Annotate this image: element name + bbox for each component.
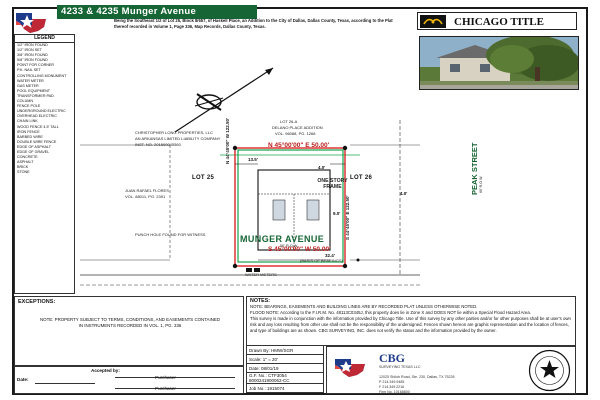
north-lot-detail: DELANO PLACE ADDITION <box>272 125 323 130</box>
legend-item: 1/2" IRON FOUND <box>17 43 48 47</box>
legend-item: COLUMN <box>17 99 33 104</box>
dimension-width: 32.4' <box>325 253 335 258</box>
accepted-by-label: Accepted by: <box>91 368 120 373</box>
legend-item: ASPHALT <box>17 160 34 165</box>
legend-item: CHAIN LINK <box>17 119 38 124</box>
exceptions-text: NOTE: PROPERTY SUBJECT TO TERMS, CONDITI… <box>40 317 220 328</box>
punch-hole-note: PUNCH HOLE FOUND FOR WITNESS <box>135 232 206 237</box>
legend-item: BARBED WIRE <box>17 134 43 139</box>
dimension-setback-c: 4.0' <box>400 191 408 196</box>
cbg-logo-text: CBG <box>379 351 406 365</box>
street-east-row: 60' R.O.W. <box>479 175 483 193</box>
surveyor-seal-icon <box>528 349 571 392</box>
legend-panel: LEGEND 1/2" IRON FOUND 1/2" IRON SET 3/8… <box>14 34 75 294</box>
cbg-address: 12025 Shiloh Road, Ste. 230, Dallas, TX … <box>379 375 455 379</box>
cbg-subtitle: SURVEYING TEXAS LLC <box>379 365 421 369</box>
legend-item: 1/2" IRON SET <box>17 48 42 53</box>
purchaser-label-2: Purchaser <box>155 386 176 391</box>
gf-row: G.F. No.: CTF3054 8000241900062-CC <box>246 373 324 384</box>
notes-line-1: NOTE: BEARINGS, EASEMENTS AND BUILDING L… <box>250 304 478 309</box>
date-label: Date: <box>17 377 29 382</box>
chicago-title-logo-icon <box>420 15 446 28</box>
legend-item: WOOD FENCE 4.5' TALL <box>17 124 59 129</box>
legend-item: P.K. NAIL SET <box>17 68 41 73</box>
surveyor-panel: CBG SURVEYING TEXAS LLC 12025 Shiloh Roa… <box>326 346 576 394</box>
legend-item: WATER METER <box>17 78 44 83</box>
cbg-fax: F 214.349.2216 <box>379 385 405 389</box>
legend-item: OVERHEAD ELECTRIC <box>17 114 57 119</box>
street-east-label: PEAK STREET <box>470 142 479 195</box>
water-meter-label: WATER METERS <box>245 272 277 277</box>
lot-left-label: LOT 25 <box>192 175 215 181</box>
scale-row: Scale: 1" = 20' <box>246 355 324 364</box>
title-company-name: CHICAGO TITLE <box>454 16 544 28</box>
texas-star-logo-icon <box>16 13 46 33</box>
dimension-side: 9.0' <box>333 211 341 216</box>
legend-item: UNDERGROUND ELECTRIC <box>17 109 66 114</box>
structure-label: ONE STORY FRAME <box>317 178 348 191</box>
page-title: 4233 & 4235 Munger Avenue <box>57 5 257 19</box>
west-owner-label: JUAN RAFAEL FLORES <box>125 188 169 193</box>
date-row: Date: 08/01/19 <box>246 364 324 373</box>
basis-of-bearings-label: (BASIS OF BEARINGS) <box>300 258 343 263</box>
cbg-texas-logo-icon <box>335 359 365 377</box>
acceptance-panel: Accepted by: Purchaser Date: Purchaser <box>14 366 244 394</box>
notes-panel: NOTES: NOTE: BEARINGS, EASEMENTS AND BUI… <box>246 296 576 346</box>
north-owner-detail: AN ARKANSAS LIMITED LIABILITY COMPANY <box>135 136 221 141</box>
cbg-contact: 12025 Shiloh Road, Ste. 230, Dallas, TX … <box>379 375 454 395</box>
date-line[interactable] <box>35 383 95 384</box>
exceptions-title: EXCEPTIONS: <box>18 299 56 305</box>
cbg-phone: P 214.349.9485 <box>379 380 405 384</box>
legend-item: FENCE POLE <box>17 104 41 109</box>
job-row: Job No.: 1915074 <box>246 384 324 393</box>
legend-item: POINT FOR CORNER <box>17 63 55 68</box>
legend-item: POOL EQUIPMENT <box>17 88 51 93</box>
street-south-label: MUNGER AVENUE <box>240 234 325 244</box>
legend-item: IRON FENCE <box>17 129 40 134</box>
west-owner-instrument: VOL. 88011, PG. 2391 <box>125 194 166 199</box>
cbg-firm: Firm No. 10168800 <box>379 390 410 394</box>
legend-item: CONTROLLING MONUMENT <box>17 73 67 78</box>
dimension-setback-a: 13.5' <box>248 157 258 162</box>
gf-number: G.F. No.: CTF3054 <box>249 373 287 378</box>
signature-line-2[interactable] <box>115 388 235 389</box>
legend-item: EDGE OF GRAVEL <box>17 149 50 154</box>
notes-line-2: FLOOD NOTE: According to the F.I.R.M. No… <box>250 309 531 315</box>
legend-item: 5/8" IRON FOUND <box>17 58 48 63</box>
legend-item: EDGE OF ASPHALT <box>17 144 51 149</box>
legend-item: STONE <box>17 170 30 175</box>
drawn-by-row: Drawn By: HMW/SGR <box>246 346 324 355</box>
legend-item: GAS METER <box>17 83 39 88</box>
street-south-row: 50' R.O.W. <box>280 244 299 248</box>
property-description: Being the Southeast 1/2 of Lot 25, Block… <box>114 18 393 29</box>
dimension-setback-b: 4.0' <box>318 165 326 170</box>
exceptions-panel: EXCEPTIONS: NOTE: PROPERTY SUBJECT TO TE… <box>14 296 244 366</box>
north-lot-instrument: VOL. 96088, PG. 1268 <box>275 131 316 136</box>
lot-right-label: LOT 26 <box>350 175 373 181</box>
gf-reference: 8000241900062-CC <box>249 378 290 383</box>
signature-line[interactable] <box>115 377 235 378</box>
legend-item: DOUBLE WIRE FENCE <box>17 139 57 144</box>
north-arrow-icon <box>174 67 274 133</box>
north-lot-label: LOT 26-A <box>280 119 298 124</box>
legend-title: LEGEND <box>15 35 74 43</box>
legend-item: CONCRETE <box>17 155 38 160</box>
notes-title: NOTES: <box>250 298 271 304</box>
legend-item: BRICK <box>17 165 29 170</box>
south-bearing-label: S 45°00'00" W 50.00' <box>268 246 331 253</box>
west-bearing-label: N 44°45'00" W 122.50' <box>225 117 230 164</box>
north-owner-instrument: INST. NO. 201500045560 <box>135 142 181 147</box>
plat-drawing <box>80 120 420 286</box>
purchaser-label-1: Purchaser <box>155 375 176 380</box>
north-owner-label: CHRISTOPHER LONG PROPERTIES, LLC <box>135 130 213 135</box>
legend-item: TRANSFORMER PAD <box>17 93 54 98</box>
house-photo-image <box>420 37 578 89</box>
east-bearing-label: S 44°45'00" E 122.50' <box>345 195 350 240</box>
notes-line-3: This survey is made in conjunction with … <box>250 315 571 333</box>
north-bearing-label: N 45°00'00" E 50.00' <box>268 142 330 149</box>
title-company-badge: CHICAGO TITLE <box>417 12 577 30</box>
info-table: Drawn By: HMW/SGR Scale: 1" = 20' Date: … <box>246 346 324 394</box>
property-photo <box>419 36 579 90</box>
legend-item: 3/8" IRON FOUND <box>17 53 48 58</box>
